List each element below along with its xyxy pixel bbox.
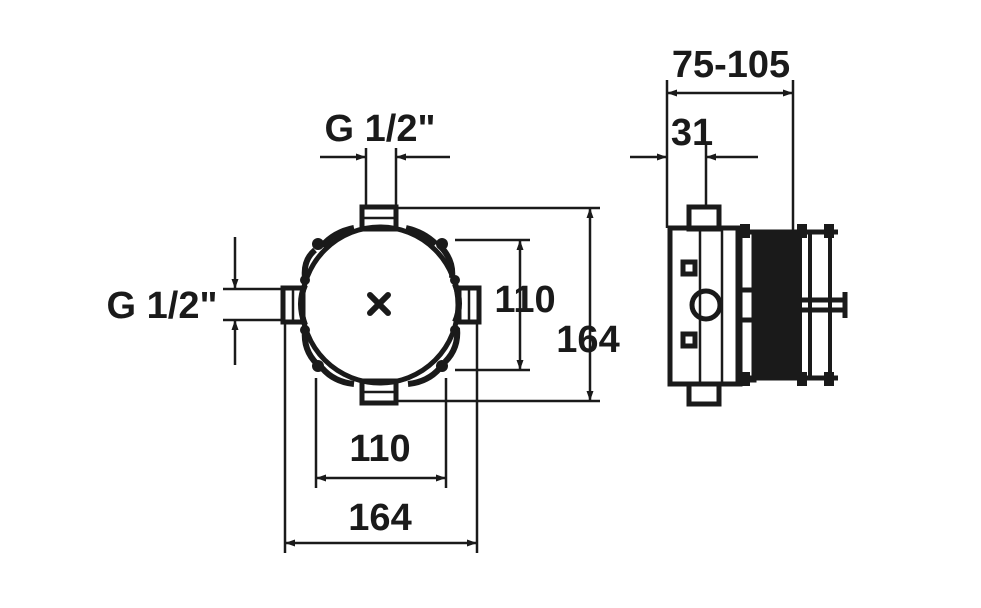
mounting-frame bbox=[745, 229, 848, 381]
left-connector bbox=[280, 285, 306, 325]
frame-bolts bbox=[740, 224, 834, 386]
cartridge-block bbox=[735, 229, 802, 383]
outer-width-dimension bbox=[283, 322, 479, 553]
bottom-connector bbox=[359, 378, 399, 406]
top-connector bbox=[359, 204, 399, 232]
side-connection-label: G 1/2" bbox=[107, 285, 218, 327]
inner-height-dimension bbox=[455, 238, 530, 372]
side-connection-dimension bbox=[223, 237, 283, 365]
outer-height-label: 164 bbox=[556, 319, 619, 361]
side-view: 75-105 31 bbox=[630, 44, 848, 407]
offset-dimension bbox=[630, 145, 758, 207]
top-connection-dimension bbox=[320, 148, 450, 207]
inner-height-label: 110 bbox=[494, 279, 555, 321]
top-connection-label: G 1/2" bbox=[325, 108, 436, 150]
outer-width-label: 164 bbox=[348, 497, 411, 539]
right-connector bbox=[456, 285, 482, 325]
front-view: G 1/2" G 1/2" 110 164 110 bbox=[107, 108, 620, 553]
depth-range-dimension bbox=[665, 80, 795, 230]
depth-range-label: 75-105 bbox=[672, 44, 790, 86]
center-cross-mark bbox=[367, 292, 391, 316]
inner-width-dimension bbox=[314, 378, 448, 488]
outer-height-dimension bbox=[398, 206, 600, 403]
inner-width-label: 110 bbox=[349, 428, 410, 470]
offset-label: 31 bbox=[671, 112, 713, 154]
